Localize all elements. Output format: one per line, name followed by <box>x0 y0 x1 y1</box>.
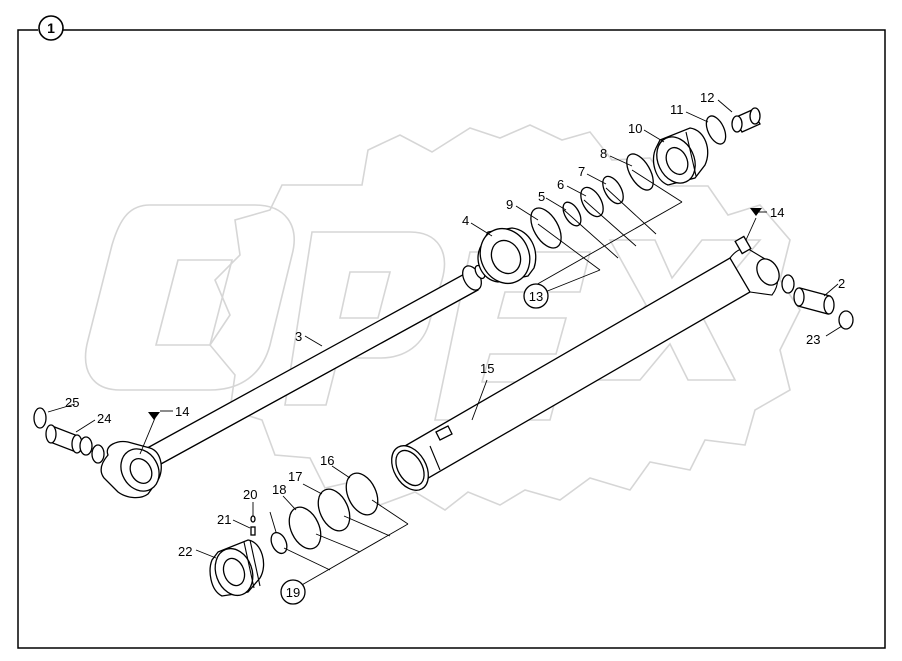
seal-23[interactable] <box>838 310 854 330</box>
grease-fitting-marker-right <box>750 208 762 216</box>
callout-6[interactable]: 6 <box>557 177 564 192</box>
watermark-letter-p <box>284 231 446 406</box>
ring-18[interactable] <box>268 530 290 556</box>
callout-2[interactable]: 2 <box>838 276 845 291</box>
watermark-letter-o <box>84 204 295 391</box>
bushing-2[interactable] <box>793 287 835 315</box>
callout-23[interactable]: 23 <box>806 332 820 347</box>
kit-callout-19[interactable]: 19 <box>280 579 306 605</box>
callout-4[interactable]: 4 <box>462 213 469 228</box>
callout-7[interactable]: 7 <box>578 164 585 179</box>
callout-22[interactable]: 22 <box>178 544 192 559</box>
callout-5[interactable]: 5 <box>538 189 545 204</box>
seal-ring-left-2[interactable] <box>91 444 105 464</box>
ring-7[interactable] <box>599 173 628 207</box>
svg-text:1: 1 <box>47 20 55 36</box>
kit-19-label: 19 <box>286 585 300 600</box>
seal-ring-right[interactable] <box>781 274 795 294</box>
callout-14-right[interactable]: 14 <box>770 205 784 220</box>
callout-3[interactable]: 3 <box>295 329 302 344</box>
figure-number-badge: 1 <box>38 15 64 41</box>
ring-16b[interactable] <box>312 484 356 536</box>
callout-8[interactable]: 8 <box>600 146 607 161</box>
callout-15[interactable]: 15 <box>480 361 494 376</box>
callout-21[interactable]: 21 <box>217 512 231 527</box>
callout-11[interactable]: 11 <box>670 102 684 117</box>
callout-17[interactable]: 17 <box>288 469 302 484</box>
callout-16[interactable]: 16 <box>320 453 334 468</box>
ring-16[interactable] <box>340 468 384 520</box>
watermark-gear <box>209 124 801 511</box>
callout-14-left[interactable]: 14 <box>175 404 189 419</box>
grease-fitting-marker-left <box>148 412 160 420</box>
ring-11[interactable] <box>702 113 729 147</box>
ball-20[interactable] <box>250 515 256 523</box>
kit-13-label: 13 <box>529 289 543 304</box>
leader-lines <box>47 99 843 587</box>
bushing-12[interactable] <box>731 107 761 133</box>
callout-24[interactable]: 24 <box>97 411 111 426</box>
setscrew-21[interactable] <box>250 526 256 536</box>
ring-9[interactable] <box>525 203 568 253</box>
ring-17[interactable] <box>283 502 327 554</box>
watermark-letter-e <box>434 251 592 421</box>
piston-22[interactable] <box>209 539 265 601</box>
cylinder-head[interactable] <box>471 220 538 291</box>
cylinder-tube[interactable] <box>384 235 784 496</box>
ring-6[interactable] <box>576 184 608 221</box>
callout-25[interactable]: 25 <box>65 395 79 410</box>
seal-25[interactable] <box>33 407 47 429</box>
callout-10[interactable]: 10 <box>628 121 642 136</box>
callout-9[interactable]: 9 <box>506 197 513 212</box>
ring-8[interactable] <box>621 150 658 195</box>
callout-20[interactable]: 20 <box>243 487 257 502</box>
callout-12[interactable]: 12 <box>700 90 714 105</box>
piston-10[interactable] <box>650 127 709 189</box>
opex-watermark <box>84 124 801 511</box>
callout-18[interactable]: 18 <box>272 482 286 497</box>
diagram-frame <box>17 29 886 649</box>
kit-callout-13[interactable]: 13 <box>523 283 549 309</box>
seal-ring-left-1[interactable] <box>79 436 93 456</box>
bushing-24[interactable] <box>45 424 83 454</box>
callout-labels: 2 3 4 5 6 7 8 9 10 11 12 14 14 15 16 17 … <box>65 90 845 559</box>
ring-5[interactable] <box>559 199 584 229</box>
rod-eye[interactable] <box>100 440 167 499</box>
